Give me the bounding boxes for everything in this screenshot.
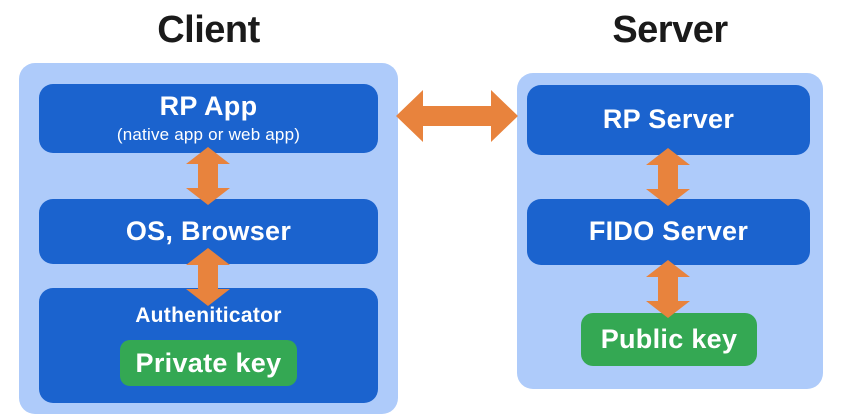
arrow-icon-rpserver-fidoserver (646, 148, 690, 206)
private-key-label: Private key (135, 347, 282, 378)
authenticator-box: Autheniticator Private key (39, 288, 378, 403)
server-title: Server (612, 9, 728, 51)
private-key-box: Private key (120, 340, 297, 386)
authenticator-label: Autheniticator (135, 304, 282, 327)
fido-server-label: FIDO Server (588, 216, 749, 247)
arrow-icon-rpapp-osbrowser (186, 147, 230, 205)
arrow-icon-client-server (396, 90, 518, 142)
fido-server-box: FIDO Server (527, 199, 810, 265)
public-key-box: Public key (581, 313, 757, 366)
client-title: Client (157, 9, 260, 51)
os-browser-label: OS, Browser (125, 215, 292, 246)
arrow-icon-fidoserver-publickey (646, 260, 690, 318)
rp-server-box: RP Server (527, 85, 810, 155)
rp-app-sublabel: (native app or web app) (116, 124, 301, 144)
rp-app-box: RP App (native app or web app) (39, 84, 378, 153)
public-key-label: Public key (600, 324, 738, 354)
rp-app-label: RP App (159, 91, 258, 122)
arrow-icon-osbrowser-authenticator (186, 248, 230, 306)
rp-server-label: RP Server (602, 104, 735, 135)
